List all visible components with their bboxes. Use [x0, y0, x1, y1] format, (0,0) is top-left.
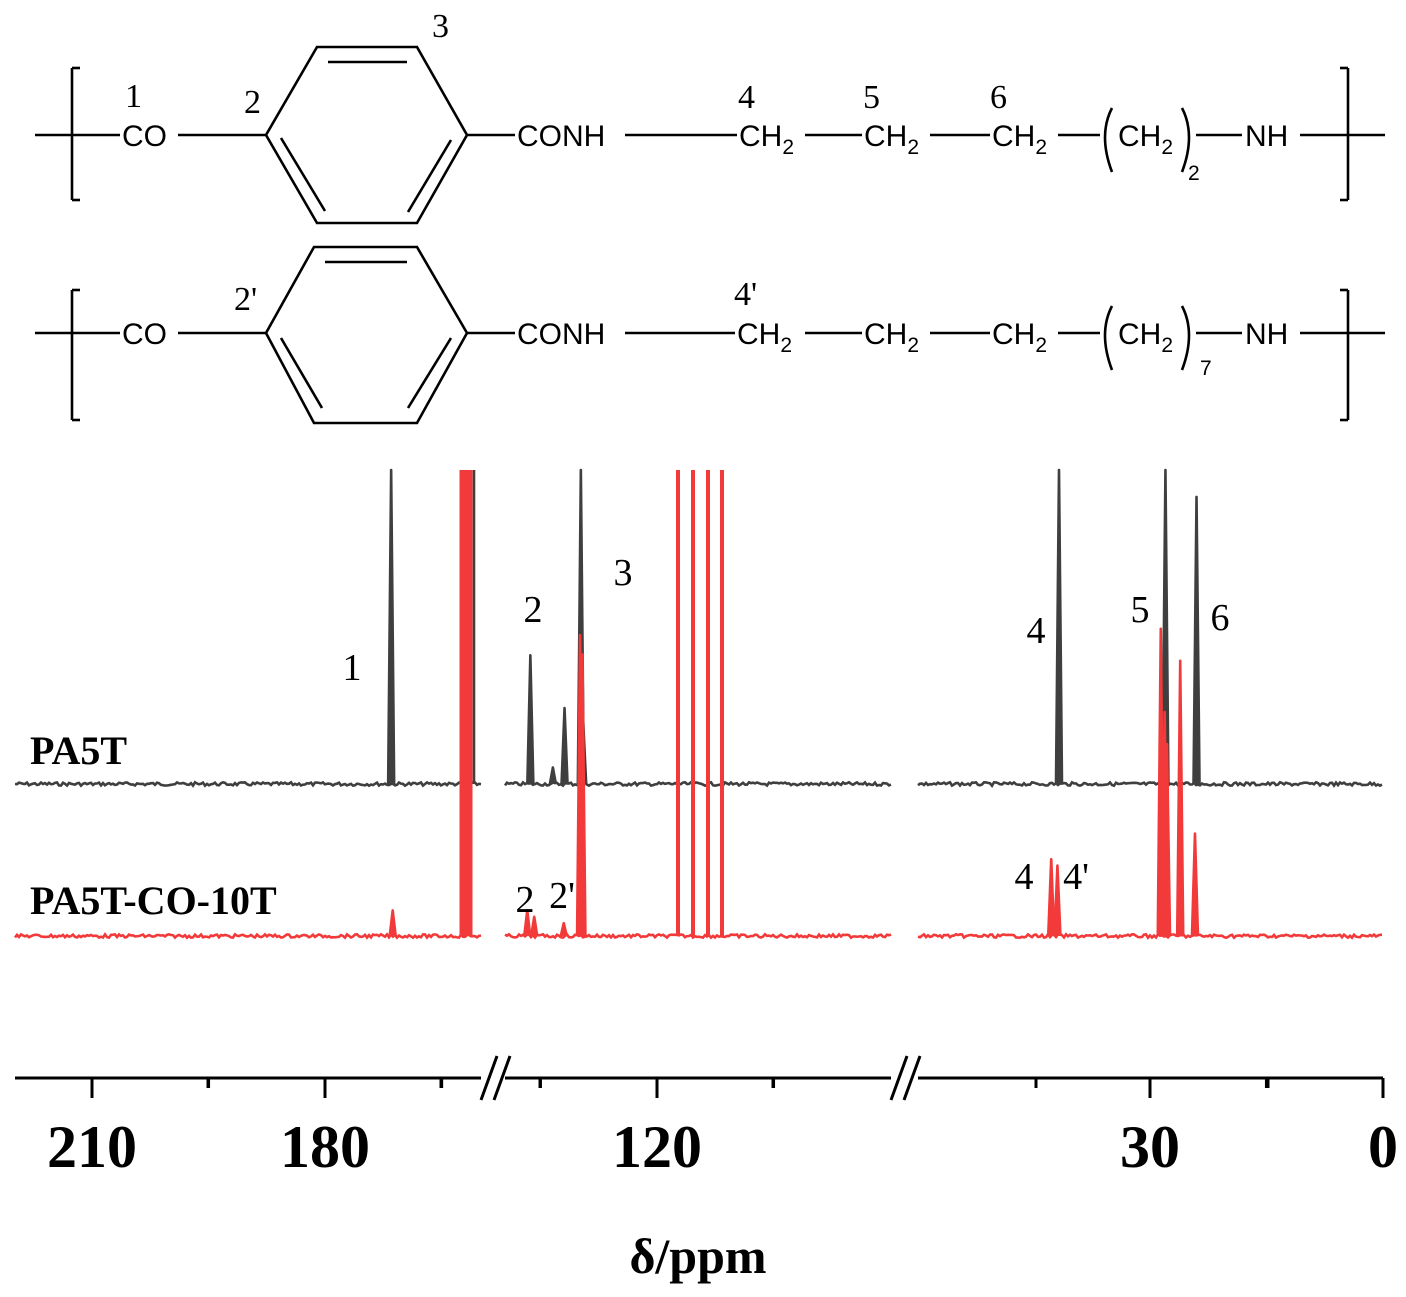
peak-label: 6 [1211, 597, 1230, 639]
x-tick-label: 180 [280, 1114, 370, 1180]
ch2-group-6: CH2 [992, 120, 1047, 159]
nh-group: NH [1245, 318, 1288, 351]
structure-bottom-text: CO CONH CH2 CH2 CH2 CH2 7 NH 2' 4' [122, 276, 1288, 380]
peak [548, 766, 558, 785]
peak-label: 2 [516, 879, 535, 921]
peak-label: 3 [614, 552, 633, 594]
peak-label: 1 [343, 647, 362, 689]
baseline-segment-2 [917, 932, 1382, 940]
baseline-segment-1 [503, 780, 892, 788]
series-label-copolymer: PA5T-CO-10T [30, 878, 277, 923]
repeat-count: 2 [1188, 162, 1200, 185]
axis-break-mark [479, 1055, 499, 1101]
peak [1053, 864, 1062, 937]
series-label-pa5t: PA5T [30, 728, 127, 773]
peak [522, 909, 532, 937]
x-axis: 210 180 120 30 0 [15, 1055, 1398, 1180]
spectrum-pa5t-co-10t [13, 627, 1382, 940]
conh-group: CONH [517, 318, 605, 351]
x-tick-label: 120 [612, 1114, 702, 1180]
baseline-segment-1 [504, 932, 892, 940]
ch2-group-5: CH2 [864, 120, 919, 159]
x-tick-label: 210 [47, 1114, 137, 1180]
nmr-spectra: 1 2 3 4 5 6 2 2' 4 4' [13, 468, 1383, 940]
ch2-repeat-group: CH2 [1118, 120, 1173, 159]
ch2-group-b3: CH2 [992, 318, 1047, 357]
ch2-group-4prime: CH2 [737, 318, 792, 357]
carbon-label-1: 1 [125, 78, 142, 115]
peak [1161, 468, 1170, 785]
nh-group: NH [1245, 120, 1288, 153]
carbon-label-5: 5 [863, 79, 880, 116]
x-tick-label: 30 [1120, 1114, 1180, 1180]
solvent-peaks [459, 470, 724, 936]
peak [578, 653, 587, 937]
peak [1054, 468, 1064, 785]
co-group: CO [122, 120, 167, 153]
structure-top-text: CO CONH CH2 CH2 CH2 CH2 2 NH 1 2 3 4 5 6 [122, 8, 1288, 185]
axis-break-mark [902, 1055, 922, 1101]
peak [526, 654, 535, 785]
baseline-segment-0 [14, 780, 482, 788]
ch2-group-4: CH2 [739, 120, 794, 159]
baseline-segment-2 [917, 780, 1383, 788]
co-group: CO [122, 318, 167, 351]
peak-label: 5 [1131, 589, 1150, 631]
peak [559, 921, 569, 937]
peak-label: 4 [1015, 856, 1034, 898]
peak [1175, 659, 1185, 937]
peak [1190, 832, 1200, 937]
repeat-count: 7 [1200, 357, 1212, 380]
baseline-segment-0 [13, 932, 482, 940]
carbon-label-4: 4 [738, 79, 755, 116]
peak-label: 4 [1027, 610, 1046, 652]
carbon-label-6: 6 [990, 79, 1007, 116]
axis-break-mark [492, 1055, 512, 1101]
conh-group: CONH [517, 120, 605, 153]
peak [1046, 857, 1056, 937]
peak-label: 2' [549, 875, 575, 917]
ch2-repeat-group: CH2 [1118, 318, 1173, 357]
carbon-label-2: 2 [244, 84, 261, 121]
spectrum-pa5t [14, 468, 1383, 788]
axis-break-mark [889, 1055, 909, 1101]
repeat-unit-structure-top [35, 45, 1385, 225]
x-axis-title: δ/ppm [629, 1228, 766, 1284]
carbon-label-4prime: 4' [734, 276, 757, 313]
peak-label: 4' [1063, 856, 1089, 898]
peak [529, 915, 539, 937]
peak-label: 2 [524, 589, 543, 631]
carbon-label-2prime: 2' [234, 281, 257, 318]
peak [1192, 495, 1201, 785]
ch2-group-b2: CH2 [864, 318, 919, 357]
peak [386, 468, 396, 785]
peak [1162, 742, 1172, 937]
x-tick-label: 0 [1368, 1114, 1398, 1180]
peak [388, 909, 397, 937]
repeat-unit-structure-bottom [35, 245, 1385, 425]
carbon-label-3: 3 [432, 8, 449, 45]
peak [560, 706, 569, 785]
